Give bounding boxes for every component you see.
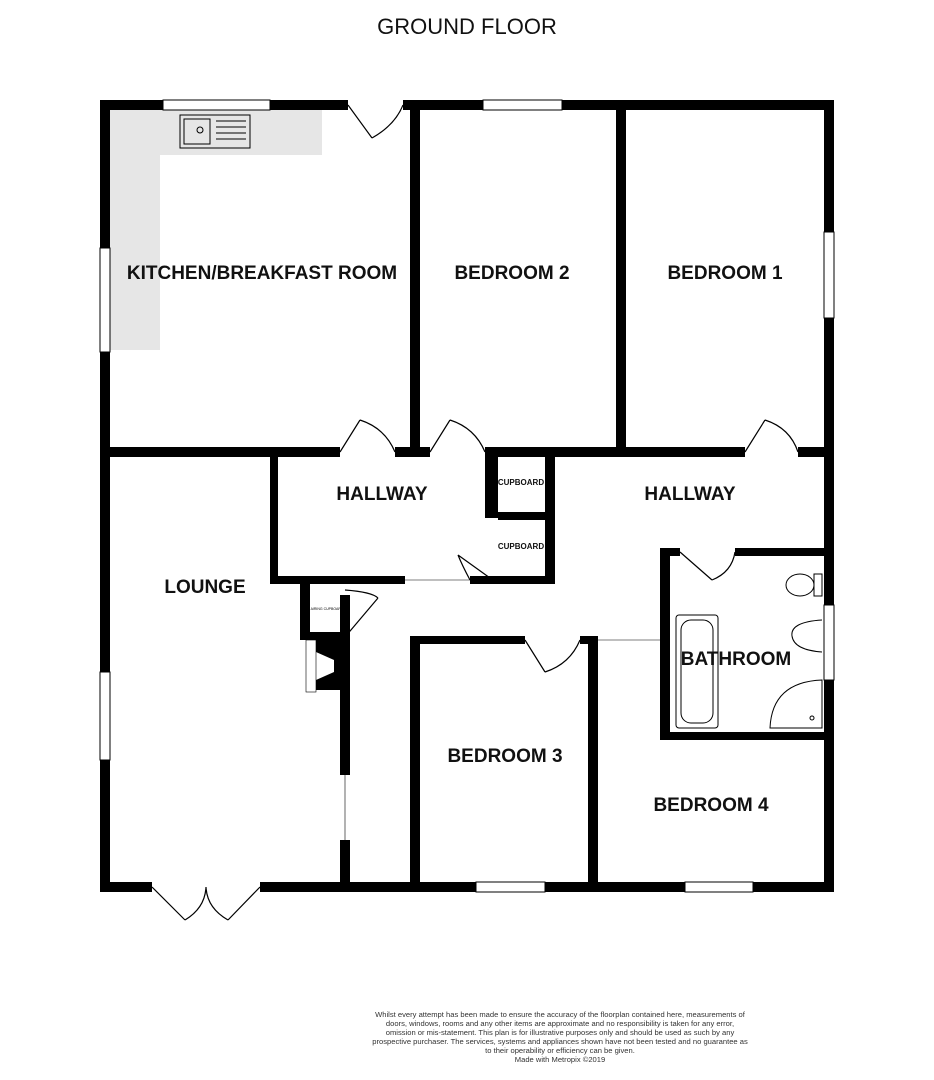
room-label-bathroom: BATHROOM	[681, 649, 791, 670]
room-label-hallway: HALLWAY	[336, 484, 427, 505]
disclaimer: Whilst every attempt has been made to en…	[370, 1010, 750, 1064]
room-label-airing-cupboard: AIRING CUPBOARD	[311, 607, 344, 611]
room-label-bedroom-3: BEDROOM 3	[447, 746, 562, 767]
credit-text: Made with Metropix ©2019	[514, 1055, 606, 1064]
room-label-kitchen: KITCHEN/BREAKFAST ROOM	[127, 263, 397, 284]
room-label-cupboard: CUPBOARD	[498, 478, 544, 487]
bath-icon	[675, 614, 719, 729]
bathroom-fixtures	[675, 573, 823, 729]
room-label-hallway: HALLWAY	[644, 484, 735, 505]
floor-title: GROUND FLOOR	[377, 14, 557, 39]
room-label-lounge: LOUNGE	[164, 577, 245, 598]
kitchen-counter	[110, 110, 322, 350]
toilet-icon	[785, 573, 815, 597]
sink-icon	[179, 114, 251, 149]
room-label-cupboard: CUPBOARD	[498, 542, 544, 551]
disclaimer-text: Whilst every attempt has been made to en…	[372, 1010, 748, 1055]
walls	[100, 100, 834, 892]
shower-icon	[769, 679, 823, 729]
windows	[99, 99, 835, 893]
room-label-bedroom-2: BEDROOM 2	[454, 263, 569, 284]
doors	[151, 104, 799, 921]
room-label-bedroom-4: BEDROOM 4	[653, 795, 769, 816]
room-label-bedroom-1: BEDROOM 1	[667, 263, 783, 284]
basin-icon	[791, 619, 823, 653]
